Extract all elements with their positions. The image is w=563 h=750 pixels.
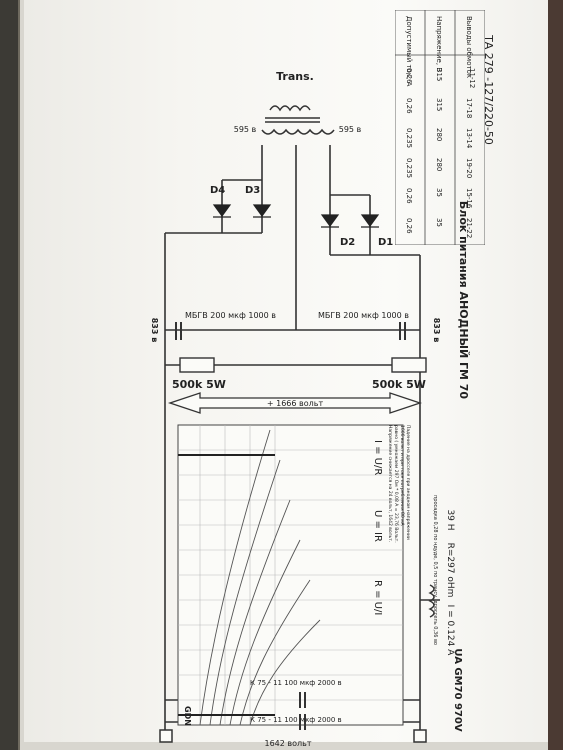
half-voltage-left: 833 в [150, 318, 159, 343]
table-cell: 13-14 [465, 128, 473, 149]
table-cell: 35 [435, 188, 443, 197]
table-cell: 15-16 [465, 188, 473, 209]
winding-table: Выводы обмоток Напряжение, В Допустимый … [395, 10, 485, 245]
output-voltage-label: 1642 вольт [265, 739, 312, 748]
table-cell: 315 [435, 68, 443, 82]
diode-symbols [212, 204, 380, 228]
table-cell: 0,26 [405, 68, 413, 84]
choke-symbol [428, 584, 435, 618]
table-cell: 0,26 [405, 98, 413, 114]
filter-capacitor-2-label: К 75 - 11 100 мкф 2000 в [250, 716, 342, 724]
note-line-4: Напряжение снижается на 24 вольт, 1642 в… [387, 425, 393, 542]
table-cell: 19-20 [465, 158, 473, 179]
mbgv-capacitors [175, 322, 406, 340]
table-cell: 280 [435, 158, 443, 172]
capacitor-bottom-label: МБГВ 200 мкф 1000 в [318, 311, 409, 320]
table-cell: 35 [435, 218, 443, 227]
table-header-1: Выводы обмоток [465, 16, 473, 79]
note-line-1: Падение на дросселе при анодном напряжен… [405, 425, 411, 540]
choke-note: просадка 0,28 по ндуде, 0,5 по трансу, д… [432, 495, 438, 645]
table-cell: 0,235 [405, 128, 413, 149]
output-tube-label: UA GM70 970V [452, 648, 463, 731]
table-header-3: Допустимый ток, А [405, 16, 413, 87]
formula-current: I = U/R [372, 440, 383, 475]
formula-resistance: R = U/I [372, 580, 383, 615]
diode-label-d4: D4 [210, 185, 225, 196]
diode-label-d1: D1 [378, 237, 393, 248]
table-cell: 21-22 [465, 218, 473, 239]
transformer-symbol [261, 105, 335, 135]
winding-right-voltage: 595 в [339, 125, 362, 134]
transformer-label: Trans. [276, 70, 314, 83]
note-line-2: 1666 вольт и при токе потребления 80 мА [399, 425, 405, 527]
choke-current: I = 0.124 A [445, 605, 455, 657]
table-cell: 11-12 [468, 68, 476, 89]
diode-label-d3: D3 [245, 185, 260, 196]
filter-capacitors [299, 692, 306, 730]
table-col-leads: 11-12 [465, 68, 478, 88]
table-cell: 0,26 [405, 218, 413, 234]
transformer-model: ТА 279 -127/220-50 [482, 34, 495, 145]
table-edge-right [548, 0, 563, 750]
resistor-top-label: 500k 5W [172, 378, 226, 391]
table-cell: 0,26 [405, 188, 413, 204]
filter-capacitor-1-label: К 75 - 11 100 мкф 2000 в [250, 679, 342, 687]
resistor-bottom-label: 500k 5W [372, 378, 426, 391]
capacitor-top-label: МБГВ 200 мкф 1000 в [185, 311, 276, 320]
resistor-symbols [179, 357, 427, 373]
document-title: Блок питания АНОДНЫЙ ГМ 70 [457, 201, 470, 400]
note-line-3: равно ( умножаем 297 Ом * 0,08 А = 23,76… [393, 425, 399, 543]
voltage-arrow [167, 392, 423, 414]
total-voltage-label: + 1666 вольт [267, 399, 324, 408]
winding-left-voltage: 595 в [234, 125, 257, 134]
table-header-2: Напряжение, В [435, 16, 443, 73]
formula-voltage: U = IR [372, 510, 383, 542]
choke-resistance: R=297 oHm [445, 543, 455, 598]
diode-label-d2: D2 [340, 237, 355, 248]
table-cell: 0,235 [405, 158, 413, 179]
table-cell: 280 [435, 128, 443, 142]
half-voltage-right: 833 в [432, 318, 441, 343]
table-cell: 17-18 [465, 98, 473, 119]
tube-characteristic-graph [177, 424, 404, 726]
output-terminals [159, 729, 427, 743]
choke-inductance: 39 H [445, 509, 455, 530]
ground-label: GDN [183, 706, 192, 726]
table-edge-left [0, 0, 18, 750]
table-cell: 315 [435, 98, 443, 112]
